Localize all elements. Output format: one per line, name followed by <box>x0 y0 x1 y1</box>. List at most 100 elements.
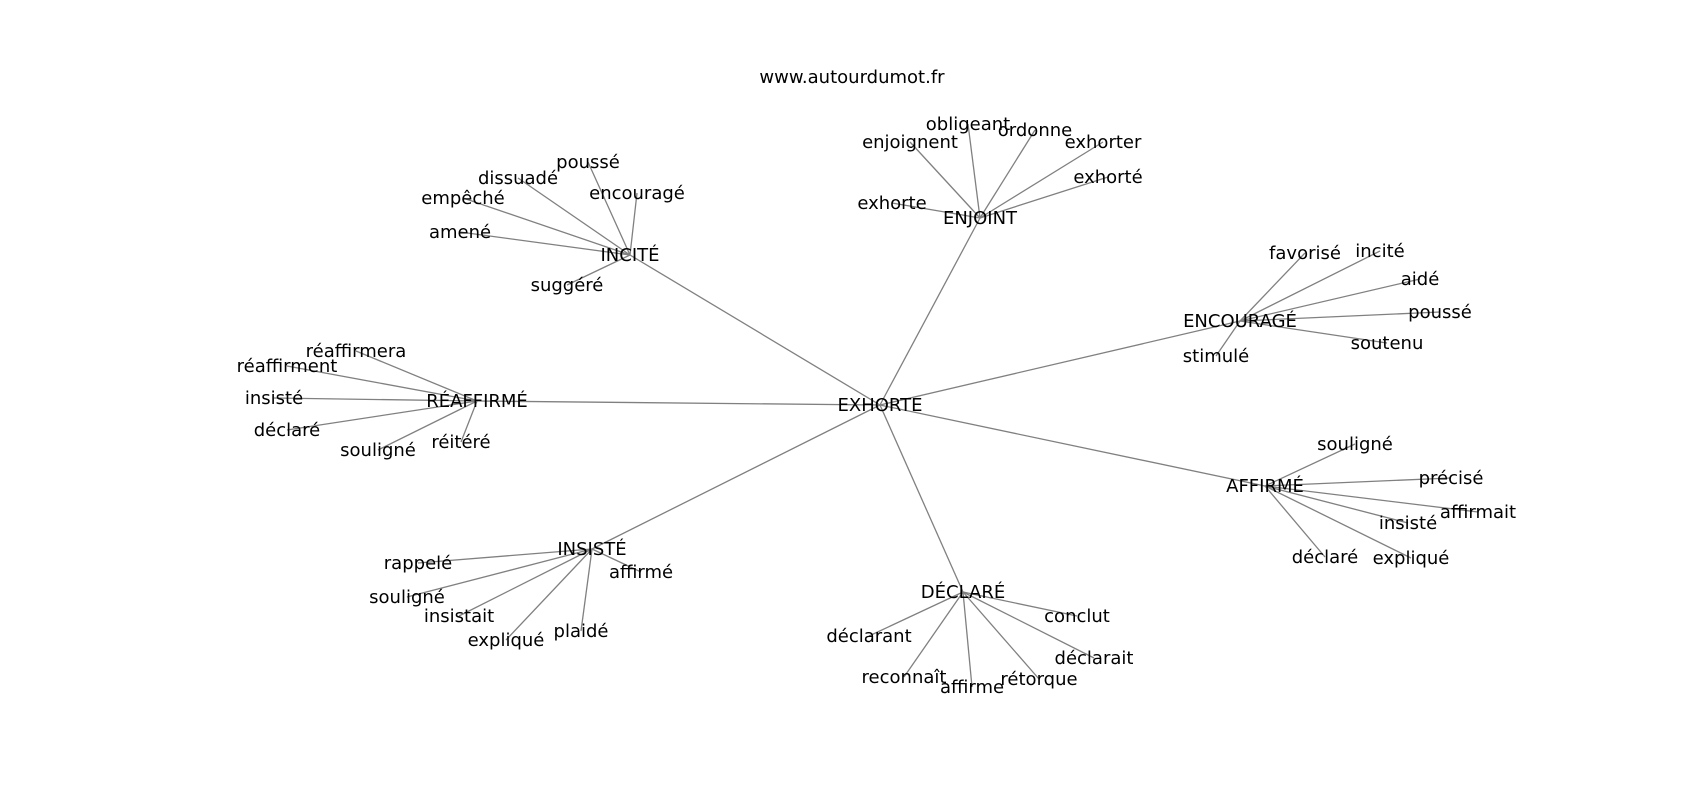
node-leaf-exhorte: exhorte <box>857 193 926 214</box>
node-leaf-conclut: conclut <box>1044 606 1110 627</box>
edge-reaffirme-insiste <box>273 397 478 402</box>
edge-center-incite <box>629 254 881 406</box>
node-leaf-reitere: réitéré <box>431 432 490 453</box>
edge-insiste-insistait <box>458 548 593 617</box>
edge-reaffirme-reitere <box>460 400 478 443</box>
edge-encourage-pousse <box>1239 311 1441 322</box>
edge-enjoint-ordonne <box>979 129 1036 219</box>
node-leaf-pousse: poussé <box>556 152 620 173</box>
edge-encourage-incite <box>1239 250 1381 322</box>
edge-center-affirme <box>879 404 1266 487</box>
edge-declare-conclut <box>962 591 1078 617</box>
node-leaf-soutenu: soutenu <box>1351 333 1424 354</box>
node-leaf-declarant: déclarant <box>826 626 911 647</box>
node-leaf-souligne: souligné <box>1317 434 1393 455</box>
site-url: www.autourdumot.fr <box>759 67 945 88</box>
edge-encourage-soutenu <box>1239 320 1388 344</box>
node-leaf-insiste: insisté <box>245 388 303 409</box>
edge-declare-declarant <box>868 591 964 637</box>
node-leaf-declarait: déclarait <box>1055 648 1134 669</box>
node-leaf-insistait: insistait <box>424 606 494 627</box>
edge-enjoint-enjoignent <box>909 141 981 219</box>
node-leaf-enjoignent: enjoignent <box>862 132 958 153</box>
node-leaf-amene: amené <box>429 222 491 243</box>
edge-affirme-precise <box>1264 477 1452 487</box>
node-leaf-suggere: suggéré <box>531 275 604 296</box>
edge-center-insiste <box>591 404 881 550</box>
node-leaf-stimule: stimulé <box>1183 346 1249 367</box>
edge-insiste-plaide <box>580 548 593 632</box>
edge-affirme-affirmait <box>1264 485 1479 513</box>
node-leaf-reconnait: reconnaît <box>862 667 947 688</box>
edge-affirme-explique <box>1264 485 1412 559</box>
edge-center-reaffirme <box>476 400 881 406</box>
node-leaf-rappele: rappelé <box>384 553 452 574</box>
node-leaf-reaffirment: réaffirment <box>237 356 338 377</box>
node-leaf-aide: aidé <box>1401 269 1440 290</box>
edge-encourage-stimule <box>1215 320 1241 357</box>
node-leaf-insiste: insisté <box>1379 513 1437 534</box>
edge-encourage-favorise <box>1239 252 1306 322</box>
node-hub-encourage: ENCOURAGÉ <box>1183 310 1297 332</box>
edge-affirme-declare <box>1264 485 1326 558</box>
node-leaf-affirmait: affirmait <box>1440 502 1516 523</box>
edge-enjoint-exhorte <box>979 176 1109 219</box>
node-leaf-favorise: favorisé <box>1269 243 1341 264</box>
node-leaf-affirme: affirme <box>940 677 1004 698</box>
node-leaf-pousse: poussé <box>1408 302 1472 323</box>
node-leaf-plaide: plaidé <box>554 621 609 642</box>
edge-center-enjoint <box>879 217 981 406</box>
edge-declare-retorque <box>962 591 1040 680</box>
edge-declare-affirme <box>962 591 973 688</box>
edge-insiste-souligne <box>406 548 593 598</box>
edge-enjoint-exhorter <box>979 141 1104 219</box>
node-leaf-souligne: souligné <box>340 440 416 461</box>
edge-enjoint-obligeant <box>967 123 981 219</box>
node-leaf-empeche: empêché <box>421 188 505 209</box>
node-leaf-ordonne: ordonne <box>998 120 1072 141</box>
edge-insiste-affirme <box>591 548 642 573</box>
node-leaf-affirme: affirmé <box>609 562 673 583</box>
edges <box>273 123 1479 688</box>
edge-reaffirme-declare <box>286 400 478 431</box>
edge-incite-empeche <box>462 197 631 256</box>
node-hub-enjoint: ENJOINT <box>943 208 1018 229</box>
edge-declare-declarait <box>962 591 1095 659</box>
node-center: EXHORTE <box>838 395 923 416</box>
edge-incite-amene <box>459 231 631 256</box>
node-leaf-dissuade: dissuadé <box>478 168 558 189</box>
edge-declare-reconnait <box>903 591 964 678</box>
node-hub-reaffirme: RÉAFFIRMÉ <box>426 390 528 412</box>
edge-center-encourage <box>879 320 1241 406</box>
node-leaf-retorque: rétorque <box>1000 669 1077 690</box>
node-hub-incite: INCITÉ <box>600 244 659 266</box>
edge-affirme-souligne <box>1264 443 1356 487</box>
edge-insiste-explique <box>505 548 593 641</box>
edge-reaffirme-reaffirment <box>286 365 478 402</box>
edge-enjoint-exhorte <box>891 202 981 219</box>
edge-affirme-insiste <box>1264 485 1409 524</box>
edge-incite-suggere <box>566 254 631 286</box>
node-leaf-incite: incité <box>1355 241 1404 262</box>
edge-reaffirme-reaffirmera <box>355 350 478 402</box>
edge-insiste-rappele <box>417 548 593 564</box>
node-leaf-souligne: souligné <box>369 587 445 608</box>
node-hub-insiste: INSISTÉ <box>557 538 626 560</box>
node-leaf-declare: déclaré <box>254 420 321 441</box>
node-leaf-declare: déclaré <box>1292 547 1359 568</box>
node-hub-declare: DÉCLARÉ <box>921 581 1005 603</box>
node-leaf-exhorter: exhorter <box>1065 132 1142 153</box>
edge-incite-dissuade <box>517 177 631 256</box>
edge-center-declare <box>879 404 964 593</box>
node-leaf-precise: précisé <box>1419 468 1484 489</box>
node-leaf-reaffirmera: réaffirmera <box>306 341 407 362</box>
node-leaf-explique: expliqué <box>1373 548 1450 569</box>
edge-reaffirme-souligne <box>377 400 478 451</box>
node-hub-affirme: AFFIRMÉ <box>1226 475 1304 497</box>
node-leaf-explique: expliqué <box>468 630 545 651</box>
edge-encourage-aide <box>1239 278 1421 322</box>
edge-incite-pousse <box>587 161 631 256</box>
node-leaf-encourage: encouragé <box>589 183 685 204</box>
